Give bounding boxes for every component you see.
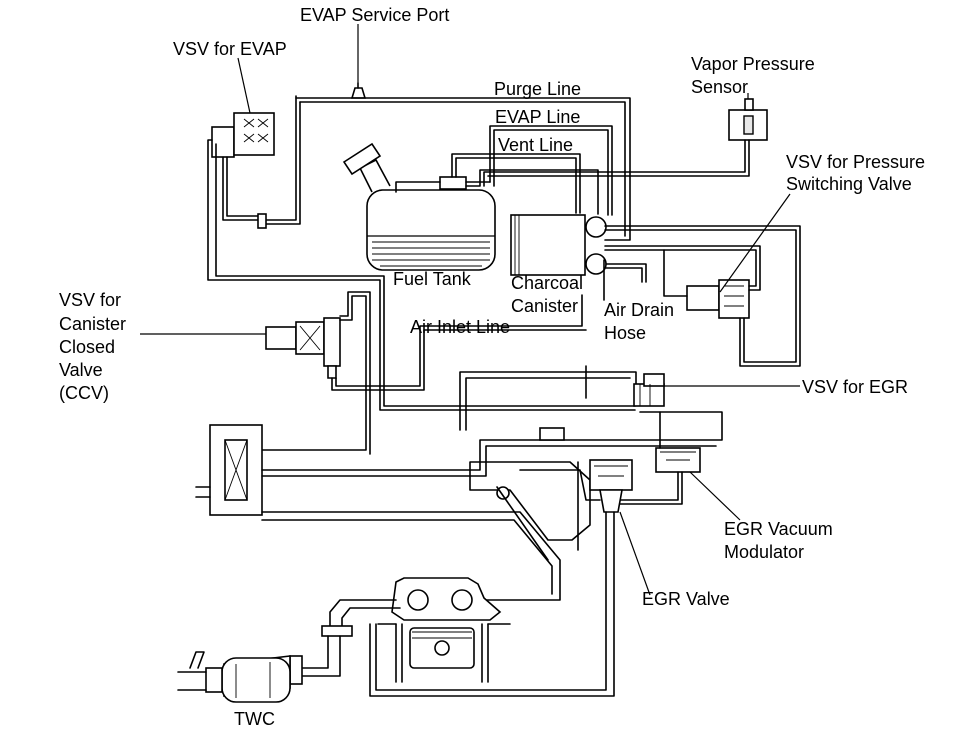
label-vapor-pressure-sensor-line2: Sensor <box>691 77 748 97</box>
label-fuel-tank: Fuel Tank <box>393 269 472 289</box>
vsv-ccv <box>261 291 587 455</box>
egr-vacuum-modulator <box>613 411 741 521</box>
label-air-inlet-line: Air Inlet Line <box>410 317 510 337</box>
fuel-tank <box>342 142 496 271</box>
label-vsv-pressure-switching-line2: Switching Valve <box>786 174 912 194</box>
evap-vsv-lower-hose <box>207 139 636 411</box>
label-charcoal-canister-line2: Canister <box>511 296 578 316</box>
label-egr-valve: EGR Valve <box>642 589 730 609</box>
label-evap-service-port: EVAP Service Port <box>300 5 449 25</box>
label-charcoal-canister-line1: Charcoal <box>511 273 583 293</box>
evap-vent-lines <box>451 125 613 216</box>
intake-ducting <box>261 365 723 601</box>
label-vent-line: Vent Line <box>498 135 573 155</box>
label-vsv-ccv-line1: VSV for <box>59 290 121 310</box>
intake-manifold <box>469 427 591 561</box>
label-vsv-for-evap: VSV for EVAP <box>173 39 287 59</box>
vsv-for-evap <box>211 112 275 229</box>
purge-line-hose <box>265 95 631 241</box>
vsv-for-egr <box>633 373 800 407</box>
exhaust-twc <box>177 599 401 703</box>
label-vsv-ccv-line5: (CCV) <box>59 383 109 403</box>
label-vsv-ccv-line3: Closed <box>59 337 115 357</box>
label-air-drain-hose-line2: Hose <box>604 323 646 343</box>
vapor-pressure-sensor <box>483 98 768 187</box>
label-egr-vacuum-modulator-line2: Modulator <box>724 542 804 562</box>
label-twc: TWC <box>234 709 275 729</box>
label-vsv-pressure-switching-line1: VSV for Pressure <box>786 152 925 172</box>
label-evap-line: EVAP Line <box>495 107 580 127</box>
egr-valve <box>369 459 651 697</box>
diagram-labels: EVAP Service Port VSV for EVAP Purge Lin… <box>59 5 925 729</box>
label-vsv-ccv-line2: Canister <box>59 314 126 334</box>
label-air-drain-hose-line1: Air Drain <box>604 300 674 320</box>
evap-service-port <box>350 82 367 99</box>
engine-cylinder <box>377 577 511 683</box>
label-vapor-pressure-sensor-line1: Vapor Pressure <box>691 54 815 74</box>
air-cleaner <box>195 424 263 516</box>
label-vsv-for-egr: VSV for EGR <box>802 377 908 397</box>
vsv-pressure-switching-valve <box>604 225 801 367</box>
label-purge-line: Purge Line <box>494 79 581 99</box>
leader-lines <box>140 24 791 335</box>
label-vsv-ccv-line4: Valve <box>59 360 103 380</box>
label-egr-vacuum-modulator-line1: EGR Vacuum <box>724 519 833 539</box>
charcoal-canister <box>510 214 647 301</box>
